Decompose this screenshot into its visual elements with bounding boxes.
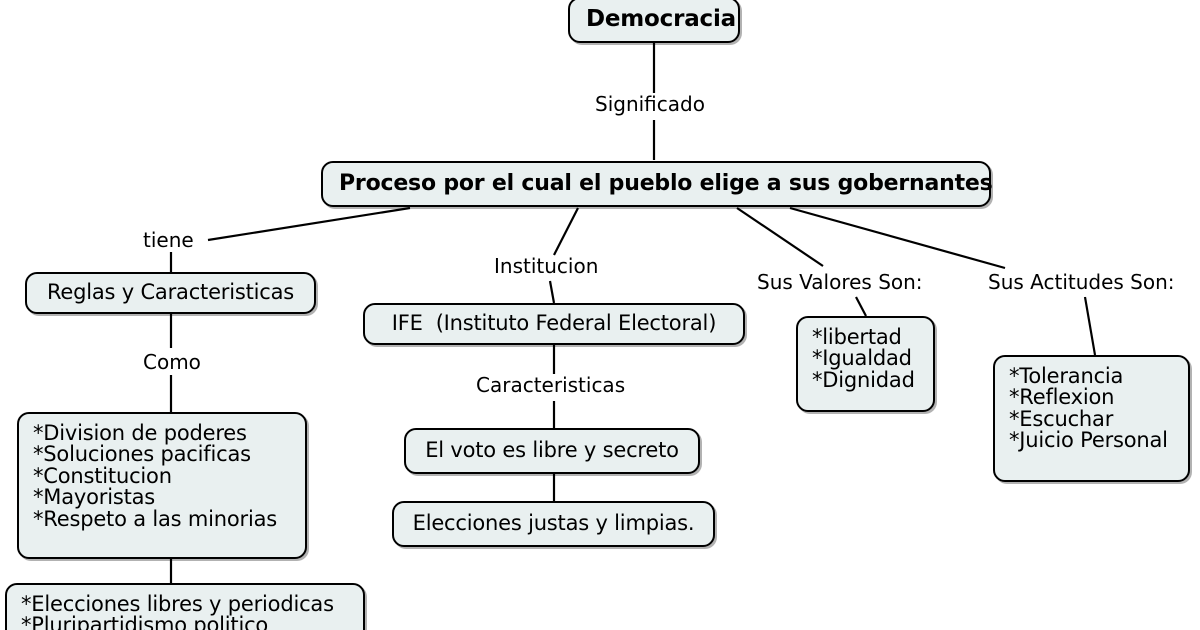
- node-ife[interactable]: IFE (Instituto Federal Electoral): [363, 303, 745, 345]
- link-label-valores: Sus Valores Son:: [754, 272, 926, 292]
- node-elecciones-justas-label: Elecciones justas y limpias.: [412, 511, 695, 536]
- node-elecciones-lista[interactable]: *Elecciones libres y periodicas *Pluripa…: [5, 583, 365, 630]
- node-ife-label: IFE (Instituto Federal Electoral): [391, 311, 717, 336]
- node-voto[interactable]: El voto es libre y secreto: [404, 428, 700, 474]
- node-voto-label: El voto es libre y secreto: [425, 438, 679, 463]
- link-label-caracteristicas: Caracteristicas: [473, 375, 629, 395]
- edge-valores-to-values-list: [855, 296, 867, 317]
- node-valores-lista[interactable]: *libertad *Igualdad *Dignidad: [796, 316, 935, 412]
- node-valores-lista-label: *libertad *Igualdad *Dignidad: [812, 325, 915, 392]
- link-label-institucion: Institucion: [491, 256, 602, 276]
- link-label-tiene: tiene: [140, 230, 197, 250]
- edge-actitudes-to-attitudes-list: [1083, 296, 1097, 356]
- edge-definition-to-tiene: [207, 206, 411, 242]
- link-label-actitudes: Sus Actitudes Son:: [985, 272, 1178, 292]
- link-label-como: Como: [140, 352, 204, 372]
- node-democracia[interactable]: Democracia: [568, 0, 740, 43]
- node-reglas-caracteristicas[interactable]: Reglas y Caracteristicas: [25, 272, 316, 314]
- node-actitudes-lista[interactable]: *Tolerancia *Reflexion *Escuchar *Juicio…: [993, 355, 1190, 482]
- node-elecciones-justas[interactable]: Elecciones justas y limpias.: [392, 501, 715, 547]
- node-reglas-caracteristicas-label: Reglas y Caracteristicas: [46, 280, 295, 305]
- edge-definition-to-actitudes: [789, 206, 1006, 270]
- node-definicion-label: Proceso por el cual el pueblo elige a su…: [339, 170, 993, 196]
- edge-institucion-to-ife: [548, 280, 556, 304]
- node-actitudes-lista-label: *Tolerancia *Reflexion *Escuchar *Juicio…: [1009, 364, 1168, 453]
- node-reglas-lista[interactable]: *Division de poderes *Soluciones pacific…: [17, 412, 307, 559]
- edge-definition-to-institucion: [553, 207, 579, 256]
- link-label-significado: Significado: [592, 94, 708, 114]
- node-elecciones-lista-label: *Elecciones libres y periodicas *Pluripa…: [21, 592, 334, 630]
- node-democracia-label: Democracia: [586, 6, 736, 33]
- node-reglas-lista-label: *Division de poderes *Soluciones pacific…: [33, 421, 278, 531]
- edge-definition-to-valores: [736, 207, 824, 267]
- node-definicion[interactable]: Proceso por el cual el pueblo elige a su…: [321, 161, 993, 207]
